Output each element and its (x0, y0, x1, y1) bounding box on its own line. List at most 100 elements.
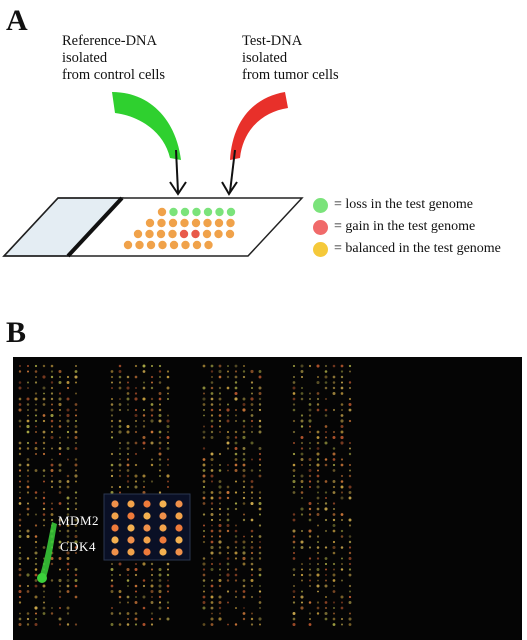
array-spot (324, 617, 328, 621)
reference-dna-arrow-line (175, 149, 179, 193)
array-spot (348, 485, 352, 489)
array-spot (119, 458, 121, 461)
array-spot (118, 469, 122, 472)
legend-balanced: = balanced in the test genome (313, 241, 501, 257)
array-spot (300, 606, 304, 610)
array-spot (324, 529, 328, 533)
array-spot (219, 612, 221, 615)
array-spot (50, 403, 54, 406)
slide-spot (156, 229, 166, 239)
array-spot (50, 375, 54, 379)
array-spot (226, 419, 230, 423)
array-spot (332, 458, 336, 461)
array-spot (348, 496, 352, 500)
array-spot (316, 380, 320, 385)
array-spot (66, 513, 70, 516)
array-spot (258, 551, 262, 555)
array-spot (234, 386, 238, 390)
array-spot (332, 447, 336, 450)
array-spot (324, 386, 328, 390)
array-spot (242, 468, 246, 473)
array-spot (66, 524, 70, 527)
array-spot (340, 513, 344, 516)
array-spot (316, 557, 320, 560)
array-spot (292, 386, 296, 390)
array-spot (300, 595, 304, 599)
array-spot (227, 601, 229, 604)
array-spot (234, 573, 238, 577)
array-spot (226, 496, 230, 500)
array-spot (142, 584, 146, 588)
array-spot (218, 513, 222, 516)
array-spot (66, 579, 70, 582)
array-spot (166, 573, 170, 577)
array-spot (34, 568, 38, 571)
array-spot (166, 370, 170, 373)
array-spot (324, 606, 328, 610)
array-spot (34, 414, 38, 417)
array-spot (34, 540, 38, 544)
array-spot (316, 392, 320, 395)
array-spot (308, 463, 312, 467)
array-spot (34, 419, 38, 423)
array-spot (74, 579, 78, 582)
green-artifact (39, 522, 57, 582)
array-spot (258, 491, 262, 494)
array-spot (19, 491, 21, 494)
array-spot (226, 518, 230, 522)
array-spot (150, 430, 154, 434)
array-spot (242, 579, 246, 582)
array-spot (242, 435, 246, 440)
array-spot (210, 535, 214, 538)
array-spot (110, 403, 114, 406)
array-spot (308, 612, 312, 615)
slide-spot (145, 229, 154, 239)
array-spot (210, 590, 214, 593)
array-spot (50, 606, 54, 610)
array-spot (18, 485, 22, 489)
array-spot (118, 485, 122, 489)
array-spot (234, 469, 238, 472)
array-spot (50, 469, 54, 472)
array-spot (210, 452, 214, 456)
array-spot (324, 458, 328, 461)
array-spot (332, 612, 336, 615)
array-spot (35, 546, 37, 549)
array-spot (340, 430, 344, 434)
array-spot (74, 491, 78, 494)
array-spot (324, 397, 328, 401)
array-spot (317, 579, 319, 582)
array-spot (324, 507, 328, 511)
array-spot (150, 403, 154, 406)
slide-spot (169, 240, 179, 250)
array-spot (258, 392, 262, 395)
array-spot (34, 595, 38, 599)
array-spot (242, 480, 246, 483)
array-spot (166, 617, 170, 621)
array-spot (118, 425, 122, 428)
array-spot (341, 579, 343, 582)
array-spot (218, 578, 222, 583)
array-spot (227, 623, 229, 626)
reference-dna-arrow (112, 92, 181, 160)
array-spot (150, 568, 154, 571)
array-spot (26, 491, 30, 494)
slide-spot (157, 218, 166, 228)
array-spot (34, 622, 38, 627)
array-spot (34, 408, 38, 412)
array-spot (126, 584, 130, 588)
array-spot (202, 491, 206, 494)
array-spot (210, 408, 214, 412)
array-spot (218, 403, 222, 406)
array-spot (58, 397, 62, 401)
array-spot (142, 485, 146, 489)
array-spot (227, 431, 229, 433)
array-spot (210, 403, 214, 406)
array-spot (210, 617, 214, 621)
array-spot (250, 369, 254, 374)
array-spot (316, 458, 320, 461)
array-spot (26, 424, 30, 429)
slide-spot (191, 229, 200, 239)
array-spot (35, 431, 37, 433)
array-spot (226, 590, 230, 593)
